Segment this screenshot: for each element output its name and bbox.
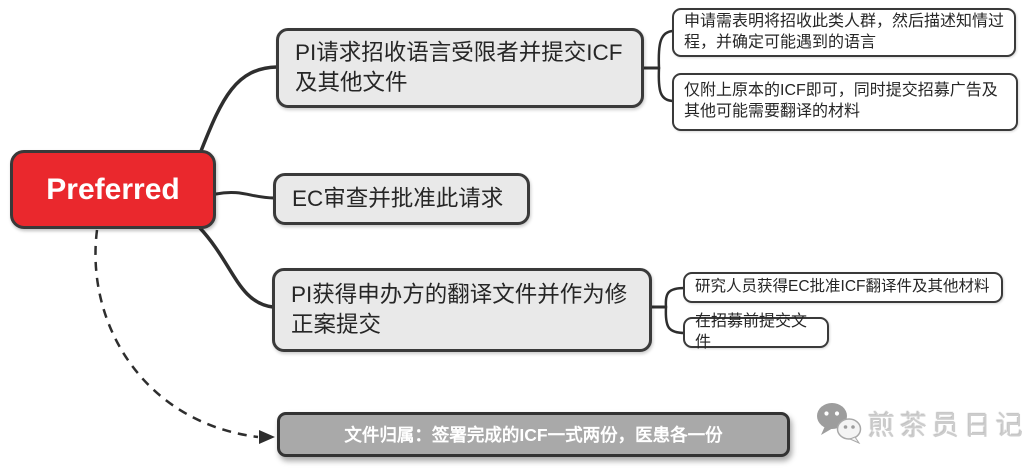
node-branch-ec-review: EC审查并批准此请求 bbox=[273, 173, 530, 225]
edge-branch1-to-child2 bbox=[657, 66, 676, 103]
node-branch-pi-translation: PI获得申办方的翻译文件并作为修正案提交 bbox=[272, 268, 652, 352]
node-child-submit-before-recruit: 在招募前提交文件 bbox=[683, 313, 829, 351]
wechat-icon bbox=[816, 402, 862, 445]
watermark-text: 煎茶员日记 bbox=[868, 410, 1024, 441]
edge-branch3-to-child4 bbox=[664, 305, 687, 335]
watermark: 煎茶员日记 bbox=[816, 402, 1024, 445]
node-child-application-statement: 申请需表明将招收此类人群，然后描述知情过程，并确定可能遇到的语言 bbox=[672, 8, 1016, 57]
arrowhead bbox=[259, 430, 275, 444]
node-note-document-ownership: 文件归属：签署完成的ICF一式两份，医患各一份 bbox=[277, 412, 790, 457]
node-branch-pi-request: PI请求招收语言受限者并提交ICF及其他文件 bbox=[276, 28, 644, 108]
node-child-ec-approved-translation: 研究人员获得EC批准ICF翻译件及其他材料 bbox=[683, 272, 1003, 303]
edge-root-to-branch2 bbox=[214, 191, 276, 200]
edge-branch3-to-child3 bbox=[664, 286, 687, 309]
node-root-preferred: Preferred bbox=[10, 150, 216, 229]
edge-root-to-branch3 bbox=[197, 225, 275, 309]
edge-branch1-to-child1 bbox=[657, 29, 676, 70]
edge-dashed-root-to-note bbox=[94, 229, 259, 439]
edge-root-to-branch1 bbox=[199, 65, 279, 153]
node-child-attach-original-icf: 仅附上原本的ICF即可，同时提交招募广告及其他可能需要翻译的材料 bbox=[672, 73, 1018, 131]
